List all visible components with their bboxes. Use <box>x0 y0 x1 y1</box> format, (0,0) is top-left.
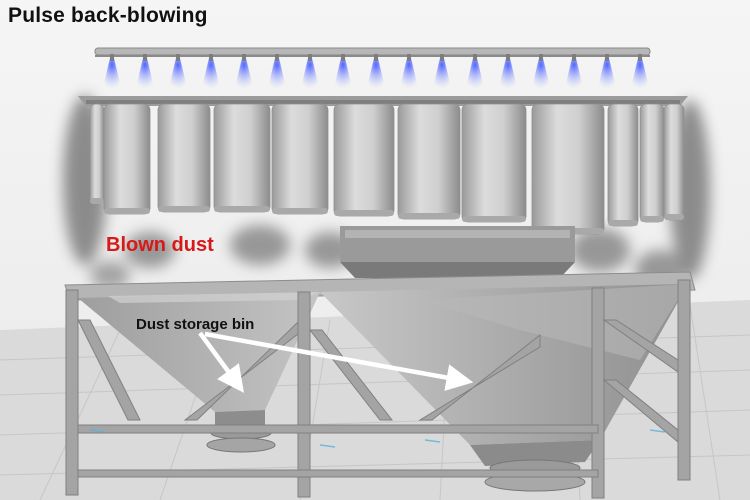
filter-bag-cap <box>664 214 684 220</box>
pulse-jet <box>366 58 386 92</box>
pulse-jets <box>102 54 650 92</box>
filter-bag <box>531 103 605 235</box>
filter-bag-cap <box>462 216 526 222</box>
nozzle <box>176 54 180 61</box>
filter-bag <box>157 103 211 213</box>
filter-bag <box>271 103 329 215</box>
tube-sheet <box>78 96 688 106</box>
pulse-jet <box>498 58 518 92</box>
nozzle <box>605 54 609 61</box>
pulse-jet <box>333 58 353 92</box>
filter-bag <box>103 103 151 215</box>
nozzle <box>539 54 543 61</box>
nozzle <box>407 54 411 61</box>
nozzle <box>110 54 114 61</box>
pulse-jet <box>234 58 254 92</box>
floor-markers <box>89 429 666 448</box>
filter-bag <box>213 103 271 213</box>
blowpipe <box>94 47 651 57</box>
nozzle <box>638 54 642 61</box>
inlet-duct <box>340 226 575 278</box>
filter-bag <box>461 103 527 223</box>
filter-bag <box>663 103 685 221</box>
filter-bag-cap <box>214 206 270 212</box>
pulse-jet <box>399 58 419 92</box>
filter-bag <box>607 103 639 227</box>
pulse-jet <box>465 58 485 92</box>
nozzle <box>143 54 147 61</box>
diagram-title: Pulse back-blowing <box>8 4 208 27</box>
filter-bag-cap <box>158 206 210 212</box>
blown-dust-label: Blown dust <box>106 234 214 256</box>
pulse-jet <box>531 58 551 92</box>
nozzle <box>341 54 345 61</box>
nozzle <box>209 54 213 61</box>
nozzle <box>473 54 477 61</box>
pulse-jet <box>102 58 122 92</box>
nozzle <box>275 54 279 61</box>
filter-bag-cap <box>90 198 104 204</box>
filter-bag-cap <box>104 208 150 214</box>
filter-bag <box>639 103 665 223</box>
nozzle <box>242 54 246 61</box>
pulse-jet <box>135 58 155 92</box>
filter-bag <box>397 103 461 220</box>
flow-arrows <box>198 331 474 393</box>
filter-bag <box>89 103 105 205</box>
pulse-jet <box>300 58 320 92</box>
nozzle <box>374 54 378 61</box>
dust-storage-bin-label: Dust storage bin <box>136 316 255 333</box>
filter-bag <box>333 103 395 217</box>
filter-bags <box>89 103 685 235</box>
nozzle <box>308 54 312 61</box>
pulse-jet <box>564 58 584 92</box>
arrow-to-left-hopper <box>198 331 244 393</box>
pulse-jet <box>630 58 650 92</box>
filter-bag-cap <box>640 216 664 222</box>
filter-bag-cap <box>272 208 328 214</box>
filter-bag-cap <box>608 220 638 226</box>
pulse-jet <box>267 58 287 92</box>
nozzle <box>572 54 576 61</box>
support-frame <box>65 279 691 499</box>
pulse-jet <box>201 58 221 92</box>
pulse-jet <box>432 58 452 92</box>
filter-bag-cap <box>334 210 394 216</box>
nozzle <box>506 54 510 61</box>
pulse-jet <box>168 58 188 92</box>
filter-bag-cap <box>398 213 460 219</box>
nozzle <box>440 54 444 61</box>
arrow-to-right-hopper <box>204 331 474 391</box>
pulse-jet <box>597 58 617 92</box>
